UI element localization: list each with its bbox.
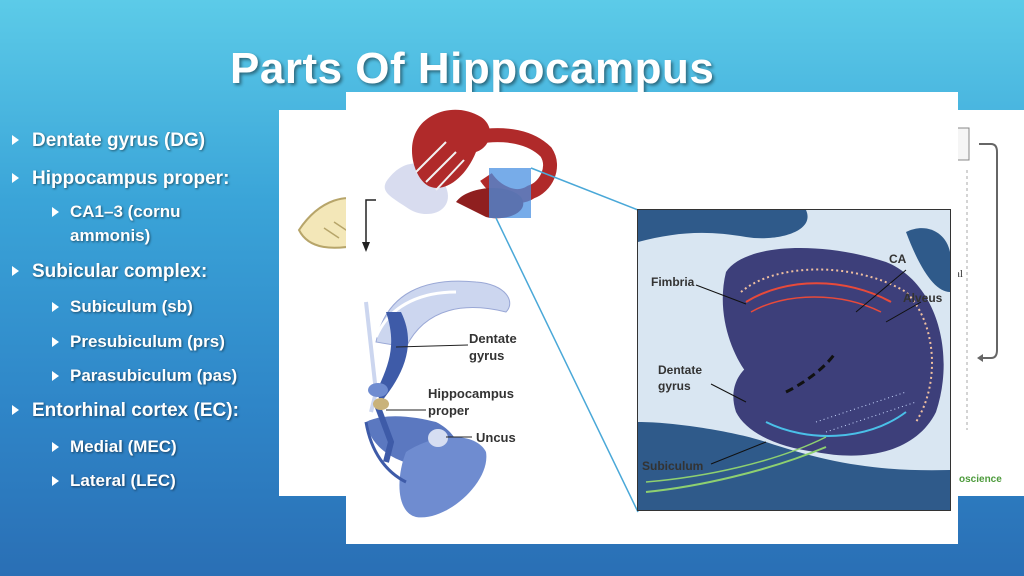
hippocampus-proper-label-line2: proper	[428, 403, 470, 418]
bullet-arrow-icon	[52, 476, 59, 486]
hippocampus-inset-diagram	[637, 209, 951, 511]
bullet-arrow-icon	[12, 135, 19, 145]
bullet-item: Subicular complex:	[12, 261, 207, 283]
sub-bullet-item: Lateral (LEC)	[52, 469, 176, 493]
hippocampus-proper-label-line1: Hippocampus	[428, 386, 514, 401]
page-title: Parts Of Hippocampus	[230, 44, 715, 93]
sub-bullet-item: Medial (MEC)	[52, 435, 177, 459]
sub-bullet-continuation: ammonis)	[70, 226, 151, 245]
dentate-gyrus-label-line1: Dentate	[469, 331, 517, 346]
alveus-label: Alveus	[903, 291, 943, 305]
background-fragment-text: al	[955, 268, 963, 280]
sub-bullet-item: Presubiculum (prs)	[52, 330, 225, 354]
bullet-list: Dentate gyrus (DG) Hippocampus proper: C…	[0, 0, 280, 576]
bullet-arrow-icon	[12, 173, 19, 183]
dentate-gyrus-label-line2: gyrus	[469, 348, 505, 363]
sub-bullet-item: Subiculum (sb)	[52, 295, 193, 319]
bullet-arrow-icon	[52, 207, 59, 217]
hippocampus-figure: Dentate gyrus Hippocampus proper Uncus F…	[346, 92, 958, 544]
bullet-item: Hippocampus proper:	[12, 168, 229, 190]
hippocampus-cross-section-drawing	[364, 280, 511, 518]
ca-label: CA	[889, 252, 907, 266]
bullet-arrow-icon	[52, 337, 59, 347]
bullet-arrow-icon	[52, 442, 59, 452]
bullet-arrow-icon	[52, 371, 59, 381]
inset-dentate-gyrus-label-line2: gyrus	[658, 379, 691, 393]
inset-dentate-gyrus-label-line1: Dentate	[658, 363, 703, 377]
sub-bullet-item: CA1–3 (cornu	[52, 200, 181, 224]
bullet-arrow-icon	[12, 405, 19, 415]
sub-bullet-item: Parasubiculum (pas)	[52, 364, 237, 388]
bullet-arrow-icon	[12, 266, 19, 276]
uncus-label: Uncus	[476, 430, 516, 445]
hippocampus-diagram	[362, 109, 951, 518]
fimbria-label: Fimbria	[651, 275, 695, 289]
background-fragment-text: oscience	[959, 474, 1002, 485]
subiculum-label: Subiculum	[642, 459, 704, 473]
bullet-item: Dentate gyrus (DG)	[12, 130, 205, 152]
hippocampus-3d-icon	[384, 109, 557, 219]
bullet-arrow-icon	[52, 302, 59, 312]
bullet-item: Entorhinal cortex (EC):	[12, 400, 239, 422]
